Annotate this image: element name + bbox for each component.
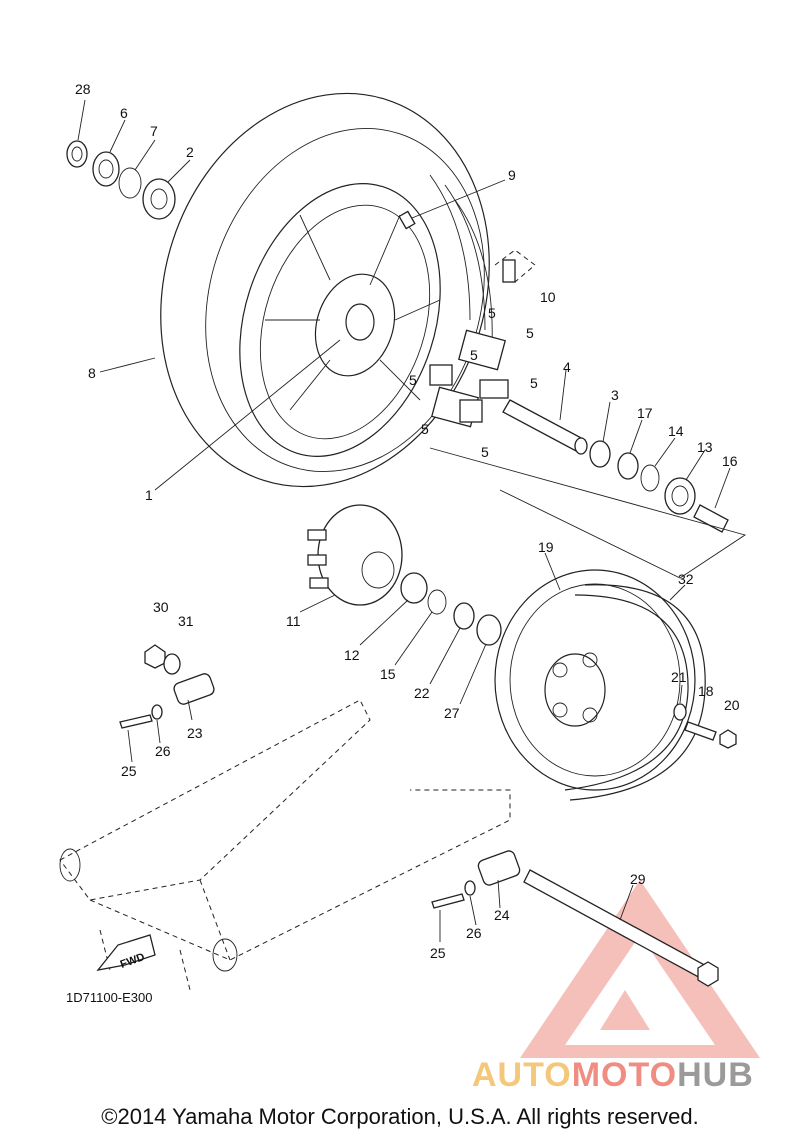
callout-5c: 5	[409, 372, 417, 388]
hub-damper	[429, 329, 509, 428]
callout-27: 27	[444, 705, 460, 721]
watermark-brand-auto: AUTO	[472, 1056, 572, 1094]
callout-17: 17	[637, 405, 653, 421]
swingarm	[59, 699, 511, 991]
callout-15: 15	[380, 666, 396, 682]
callout-labels: 28 6 7 2 9 10 8 5 5 5 5 5 5 5 4 3 17 14 …	[75, 81, 740, 961]
adjuster-bolt-right	[673, 703, 737, 749]
callout-3: 3	[611, 387, 619, 403]
balance-weight	[494, 249, 536, 283]
callout-10: 10	[540, 289, 556, 305]
rear-tire	[160, 92, 493, 488]
callout-19: 19	[538, 539, 554, 555]
callout-4: 4	[563, 359, 571, 375]
callout-21: 21	[671, 669, 687, 685]
axle-collar	[502, 399, 588, 455]
callout-9: 9	[508, 167, 516, 183]
watermark-brand-moto: MOTO	[571, 1056, 678, 1094]
callout-5a: 5	[488, 305, 496, 321]
rear-pulley	[494, 569, 696, 791]
callout-1: 1	[145, 487, 153, 503]
callout-23: 23	[187, 725, 203, 741]
callout-5f: 5	[481, 444, 489, 460]
callout-5e: 5	[421, 421, 429, 437]
callout-14: 14	[668, 423, 684, 439]
callout-28: 28	[75, 81, 91, 97]
rear-axle	[523, 869, 719, 987]
callout-32: 32	[678, 571, 694, 587]
callout-8: 8	[88, 365, 96, 381]
watermark-brand-hub: HUB	[677, 1056, 754, 1094]
valve-stem	[398, 210, 416, 230]
callout-7: 7	[150, 123, 158, 139]
bearing-set-right	[589, 440, 729, 533]
axle-adjuster-left	[119, 644, 215, 729]
bearing-set-left	[66, 140, 176, 220]
callout-24: 24	[494, 907, 510, 923]
callout-31: 31	[178, 613, 194, 629]
watermark-brand: AUTOMOTOHUB	[472, 1056, 754, 1095]
leader-lines	[77, 99, 731, 942]
watermark-logo-triangle	[520, 880, 760, 1058]
rear-wheel-rim	[239, 183, 441, 457]
callout-16: 16	[722, 453, 738, 469]
callout-20: 20	[724, 697, 740, 713]
callout-5g: 5	[470, 347, 478, 363]
callout-5d: 5	[530, 375, 538, 391]
fwd-arrow-icon	[96, 934, 156, 971]
callout-30: 30	[153, 599, 169, 615]
hub-bearings	[400, 572, 502, 646]
callout-25b: 25	[430, 945, 446, 961]
callout-13: 13	[697, 439, 713, 455]
callout-29: 29	[630, 871, 646, 887]
callout-12: 12	[344, 647, 360, 663]
callout-18: 18	[698, 683, 714, 699]
callout-22: 22	[414, 685, 430, 701]
axle-adjuster-right	[431, 850, 521, 909]
callout-5b: 5	[526, 325, 534, 341]
callout-25a: 25	[121, 763, 137, 779]
copyright-notice: ©2014 Yamaha Motor Corporation, U.S.A. A…	[101, 1104, 699, 1129]
callout-11: 11	[286, 613, 301, 629]
part-code: 1D71100-E300	[66, 990, 153, 1005]
sprocket-hub	[307, 504, 403, 606]
callout-2: 2	[186, 144, 194, 160]
callout-26b: 26	[466, 925, 482, 941]
callout-6: 6	[120, 105, 128, 121]
drive-belt	[564, 584, 706, 801]
callout-26a: 26	[155, 743, 171, 759]
